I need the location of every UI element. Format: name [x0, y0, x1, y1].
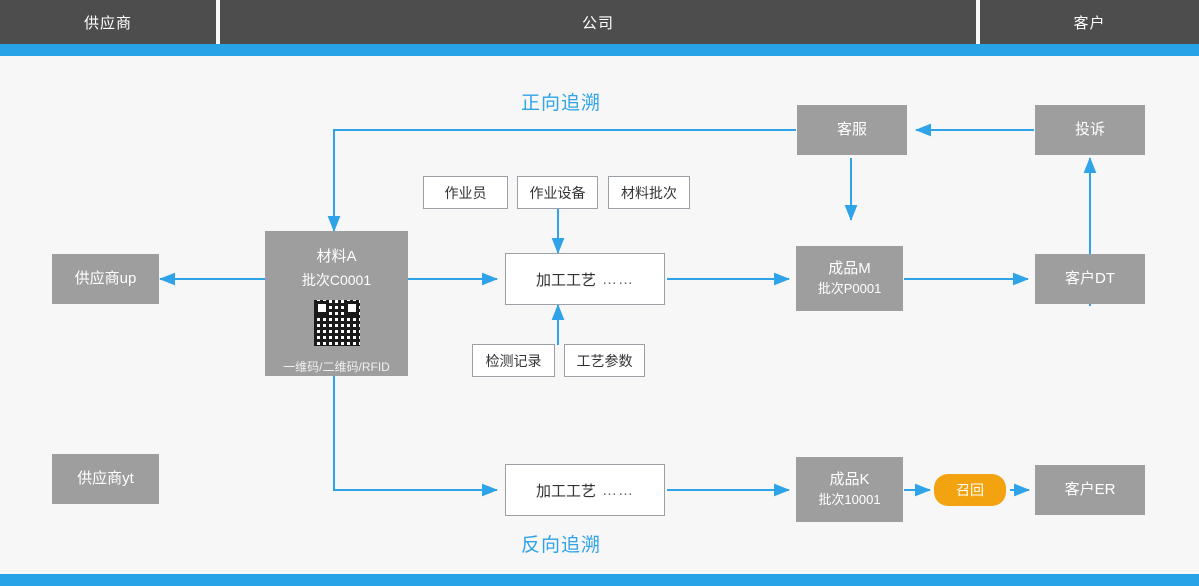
node-supplier-up-label: 供应商up	[74, 270, 137, 288]
node-supplier-yt-label: 供应商yt	[77, 470, 134, 488]
diagram-canvas: 正向追溯 反向追溯 供应商up 供应商yt 材料A 批次C0001 一维码/二维…	[0, 56, 1199, 574]
node-supplier-up[interactable]: 供应商up	[52, 254, 159, 304]
process-bottom-label: 加工工艺	[535, 482, 596, 500]
node-customer-dt[interactable]: 客户DT	[1035, 254, 1145, 304]
attr-material-batch[interactable]: 材料批次	[608, 176, 690, 209]
node-recall[interactable]: 召回	[934, 474, 1006, 506]
accent-bar-top	[0, 44, 1199, 56]
attr-inspection-record[interactable]: 检测记录	[472, 344, 555, 377]
attr-inspection-record-label: 检测记录	[485, 352, 542, 369]
node-process-top[interactable]: 加工工艺 ……	[505, 253, 665, 305]
node-process-bottom[interactable]: 加工工艺 ……	[505, 464, 665, 516]
accent-bar-bottom	[0, 574, 1199, 586]
product-m-batch: 批次P0001	[817, 280, 882, 296]
reverse-trace-label: 反向追溯	[521, 535, 602, 556]
lane-label-company: 公司	[581, 14, 614, 32]
attr-operator[interactable]: 作业员	[423, 176, 508, 209]
node-material-a[interactable]: 材料A 批次C0001 一维码/二维码/RFID	[265, 231, 408, 376]
lane-header-supplier: 供应商	[0, 0, 216, 44]
lane-header-company: 公司	[220, 0, 976, 44]
connector-layer	[159, 123, 1097, 497]
process-bottom-dots: ……	[602, 481, 634, 499]
node-customer-er[interactable]: 客户ER	[1035, 465, 1145, 515]
material-a-code-types: 一维码/二维码/RFID	[283, 360, 390, 374]
node-complaint[interactable]: 投诉	[1035, 105, 1145, 155]
customer-service-label: 客服	[836, 121, 867, 139]
attr-process-params-label: 工艺参数	[576, 352, 633, 369]
customer-dt-label: 客户DT	[1065, 270, 1115, 288]
node-product-k[interactable]: 成品K 批次10001	[796, 457, 903, 522]
attr-material-batch-label: 材料批次	[621, 184, 677, 201]
node-product-m[interactable]: 成品M 批次P0001	[796, 246, 903, 311]
complaint-label: 投诉	[1074, 121, 1105, 139]
attr-equipment[interactable]: 作业设备	[517, 176, 598, 209]
attr-equipment-label: 作业设备	[529, 184, 586, 201]
node-supplier-yt[interactable]: 供应商yt	[52, 454, 159, 504]
process-top-dots: ……	[602, 270, 634, 288]
lane-label-customer: 客户	[1073, 14, 1106, 32]
lane-header-customer: 客户	[980, 0, 1199, 44]
material-a-title: 材料A	[316, 248, 357, 265]
recall-label: 召回	[956, 482, 984, 498]
material-a-batch: 批次C0001	[301, 272, 372, 288]
product-k-title: 成品K	[829, 471, 870, 489]
product-k-batch: 批次10001	[818, 491, 881, 507]
node-customer-service[interactable]: 客服	[797, 105, 907, 155]
forward-trace-label: 正向追溯	[521, 93, 602, 114]
product-m-title: 成品M	[828, 260, 871, 278]
process-top-label: 加工工艺	[535, 271, 596, 289]
attr-operator-label: 作业员	[444, 184, 487, 201]
qr-code-icon	[313, 300, 360, 346]
lane-label-supplier: 供应商	[83, 14, 132, 32]
lane-header: 供应商 公司 客户	[0, 0, 1199, 53]
customer-er-label: 客户ER	[1064, 481, 1116, 499]
attr-process-params[interactable]: 工艺参数	[564, 344, 645, 377]
